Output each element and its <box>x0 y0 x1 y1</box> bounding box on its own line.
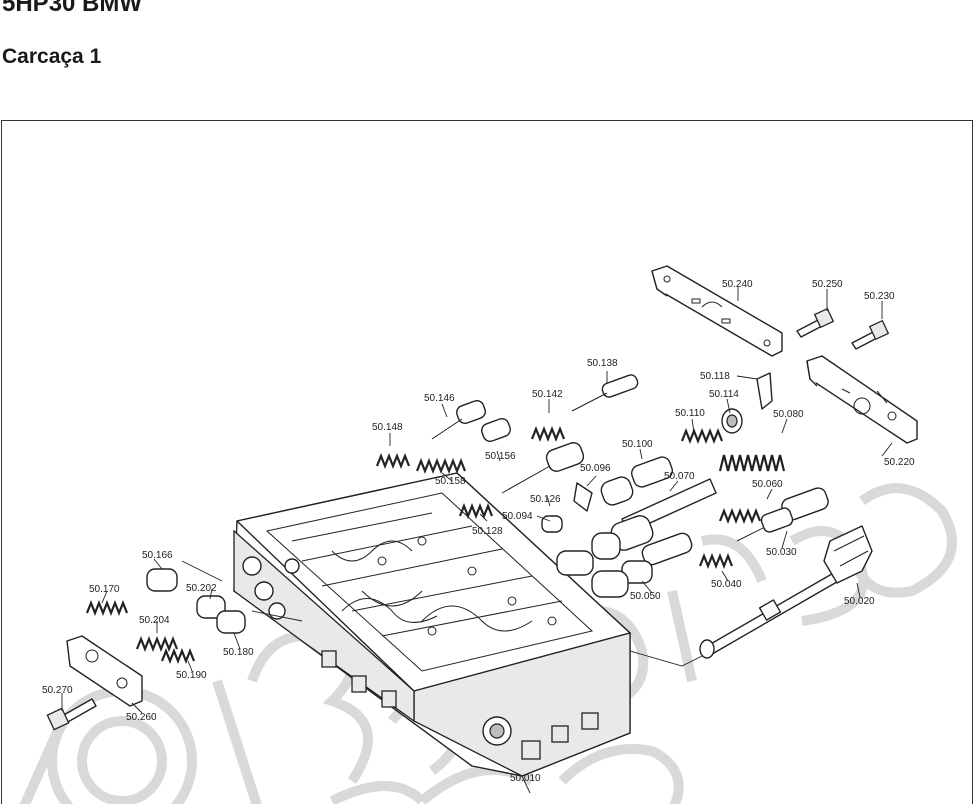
part-label: 50.110 <box>675 408 705 419</box>
part-label: 50.170 <box>89 584 120 595</box>
part-label: 50.114 <box>709 389 739 400</box>
valve-spools-upper <box>431 372 829 598</box>
part-label: 50.190 <box>176 670 207 681</box>
part-label: 50.100 <box>622 439 653 450</box>
bolts-top <box>796 307 890 350</box>
part-label: 50.040 <box>711 579 742 590</box>
cover-plate-50240 <box>651 265 783 357</box>
part-label: 50.148 <box>372 422 403 433</box>
valve-body-housing <box>233 472 723 794</box>
part-label: 50.156 <box>485 451 516 462</box>
part-label: 50.204 <box>139 615 170 626</box>
part-label: 50.158 <box>435 476 466 487</box>
section-title: Carcaça 1 <box>2 45 102 68</box>
part-label: 50.060 <box>752 479 783 490</box>
part-label: 50.070 <box>664 471 695 482</box>
part-label: 50.138 <box>587 358 618 369</box>
part-label: 50.220 <box>884 457 915 468</box>
part-label: 50.230 <box>864 291 895 302</box>
part-label: 50.270 <box>42 685 73 696</box>
left-plugs-and-plate <box>46 560 303 731</box>
cover-plate-50220 <box>806 355 918 444</box>
part-label: 50.128 <box>472 526 503 537</box>
part-labels: 50.240 50.250 50.230 50.138 50.118 50.14… <box>42 279 915 784</box>
part-label: 50.240 <box>722 279 753 290</box>
part-label: 50.142 <box>532 389 563 400</box>
part-label: 50.010 <box>510 773 541 784</box>
part-label: 50.202 <box>186 583 217 594</box>
part-label: 50.126 <box>530 494 561 505</box>
part-label: 50.096 <box>580 463 611 474</box>
part-label: 50.094 <box>502 511 533 522</box>
part-label: 50.030 <box>766 547 797 558</box>
leader-lines <box>61 287 893 714</box>
springs <box>85 426 786 664</box>
part-label: 50.250 <box>812 279 843 290</box>
part-label: 50.166 <box>142 550 173 561</box>
solenoid-bar <box>699 525 873 659</box>
part-label: 50.050 <box>630 591 661 602</box>
part-label: 50.080 <box>773 409 804 420</box>
part-label: 50.260 <box>126 712 157 723</box>
part-label: 50.146 <box>424 393 455 404</box>
part-label: 50.020 <box>844 596 875 607</box>
exploded-parts-diagram: 50.240 50.250 50.230 50.138 50.118 50.14… <box>19 265 957 804</box>
part-label: 50.118 <box>700 371 730 382</box>
page-title: 5HP30 BMW <box>2 0 143 17</box>
diagram-frame: 50.240 50.250 50.230 50.138 50.118 50.14… <box>1 120 973 804</box>
part-label: 50.180 <box>223 647 254 658</box>
